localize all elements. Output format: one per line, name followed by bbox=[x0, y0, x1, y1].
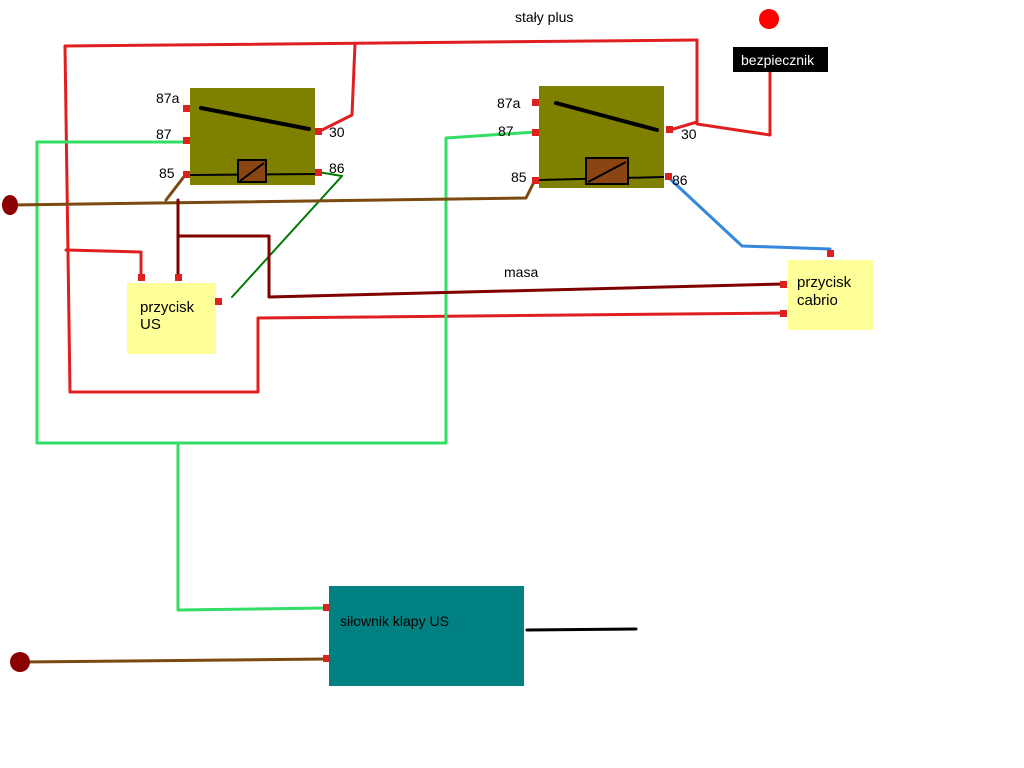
us-button-label-line2: US bbox=[140, 316, 161, 333]
maroon-wire-masa bbox=[176, 234, 785, 299]
pin-label-87a: 87a bbox=[497, 95, 521, 111]
pin-85 bbox=[532, 177, 539, 184]
pin bbox=[138, 274, 145, 281]
ground-terminal-icon bbox=[2, 195, 18, 215]
pin bbox=[323, 604, 330, 611]
supply-wire-relay2-30 bbox=[668, 38, 699, 132]
cabrio-button-label-line2: cabrio bbox=[797, 292, 838, 309]
green-wire-actuator bbox=[176, 441, 328, 612]
green-wire-87-loop bbox=[35, 130, 537, 445]
supply-wire-left-vertical bbox=[63, 44, 72, 394]
relay-coil-diagonal bbox=[587, 161, 627, 183]
pin-label-85: 85 bbox=[511, 169, 527, 185]
pin-87a bbox=[183, 105, 190, 112]
pin-label-87: 87 bbox=[498, 123, 514, 139]
pin-87 bbox=[532, 129, 539, 136]
relay-switch-arm bbox=[199, 106, 311, 131]
relay-switch-arm bbox=[554, 101, 659, 132]
supply-label: stały plus bbox=[515, 9, 573, 25]
pin bbox=[827, 250, 834, 257]
pin-label-87a: 87a bbox=[156, 90, 180, 106]
brown-wire-actuator-ground bbox=[20, 657, 328, 664]
fuse-body bbox=[733, 47, 828, 72]
pin-86 bbox=[315, 169, 322, 176]
actuator-label: siłownik klapy US bbox=[340, 613, 449, 629]
pin-label-87: 87 bbox=[156, 126, 172, 142]
pin bbox=[323, 655, 330, 662]
actuator: siłownik klapy US bbox=[323, 586, 638, 686]
pin-86 bbox=[665, 173, 672, 180]
relay-coil-diagonal bbox=[239, 162, 265, 182]
pin-label-30: 30 bbox=[329, 124, 345, 140]
ground-terminal-icon bbox=[10, 652, 30, 672]
supply-wire-us-button bbox=[64, 248, 143, 279]
pin-label-30: 30 bbox=[681, 126, 697, 142]
relay-1: 87a 87 85 30 86 bbox=[156, 88, 345, 185]
pin-87a bbox=[532, 99, 539, 106]
blue-wire-relay2-86 bbox=[666, 175, 832, 256]
pin bbox=[780, 281, 787, 288]
cabrio-button-body bbox=[788, 260, 873, 330]
fuse: bezpiecznik bbox=[733, 47, 828, 72]
pin-label-86: 86 bbox=[329, 160, 345, 176]
relay-2: 87a 87 85 30 86 bbox=[497, 86, 697, 188]
supply-wire-cabrio-button bbox=[68, 311, 785, 394]
pin-30 bbox=[315, 128, 322, 135]
actuator-body bbox=[329, 586, 524, 686]
fuse-label: bezpiecznik bbox=[741, 52, 815, 68]
pin-85 bbox=[183, 171, 190, 178]
supply-wire-top-rail bbox=[63, 38, 699, 48]
supply-wire-relay1-30 bbox=[318, 42, 357, 133]
supply-wire-fuse bbox=[695, 70, 772, 137]
pin bbox=[215, 298, 222, 305]
pin-30 bbox=[666, 126, 673, 133]
supply-terminal-icon bbox=[759, 9, 779, 29]
pin-label-85: 85 bbox=[159, 165, 175, 181]
cabrio-button-label-line1: przycisk bbox=[797, 274, 852, 291]
pin bbox=[780, 310, 787, 317]
actuator-output-line bbox=[525, 627, 638, 632]
cabrio-button: przycisk cabrio bbox=[780, 250, 873, 330]
brown-wire-ground-relay2-85 bbox=[10, 178, 537, 207]
pin-87 bbox=[183, 137, 190, 144]
us-button: przycisk US bbox=[127, 274, 222, 354]
pin-label-86: 86 bbox=[672, 172, 688, 188]
brown-wire-relay1-85 bbox=[164, 172, 188, 202]
us-button-label-line1: przycisk bbox=[140, 299, 195, 316]
pin bbox=[175, 274, 182, 281]
ground-label: masa bbox=[504, 264, 538, 280]
us-button-body bbox=[127, 283, 216, 354]
